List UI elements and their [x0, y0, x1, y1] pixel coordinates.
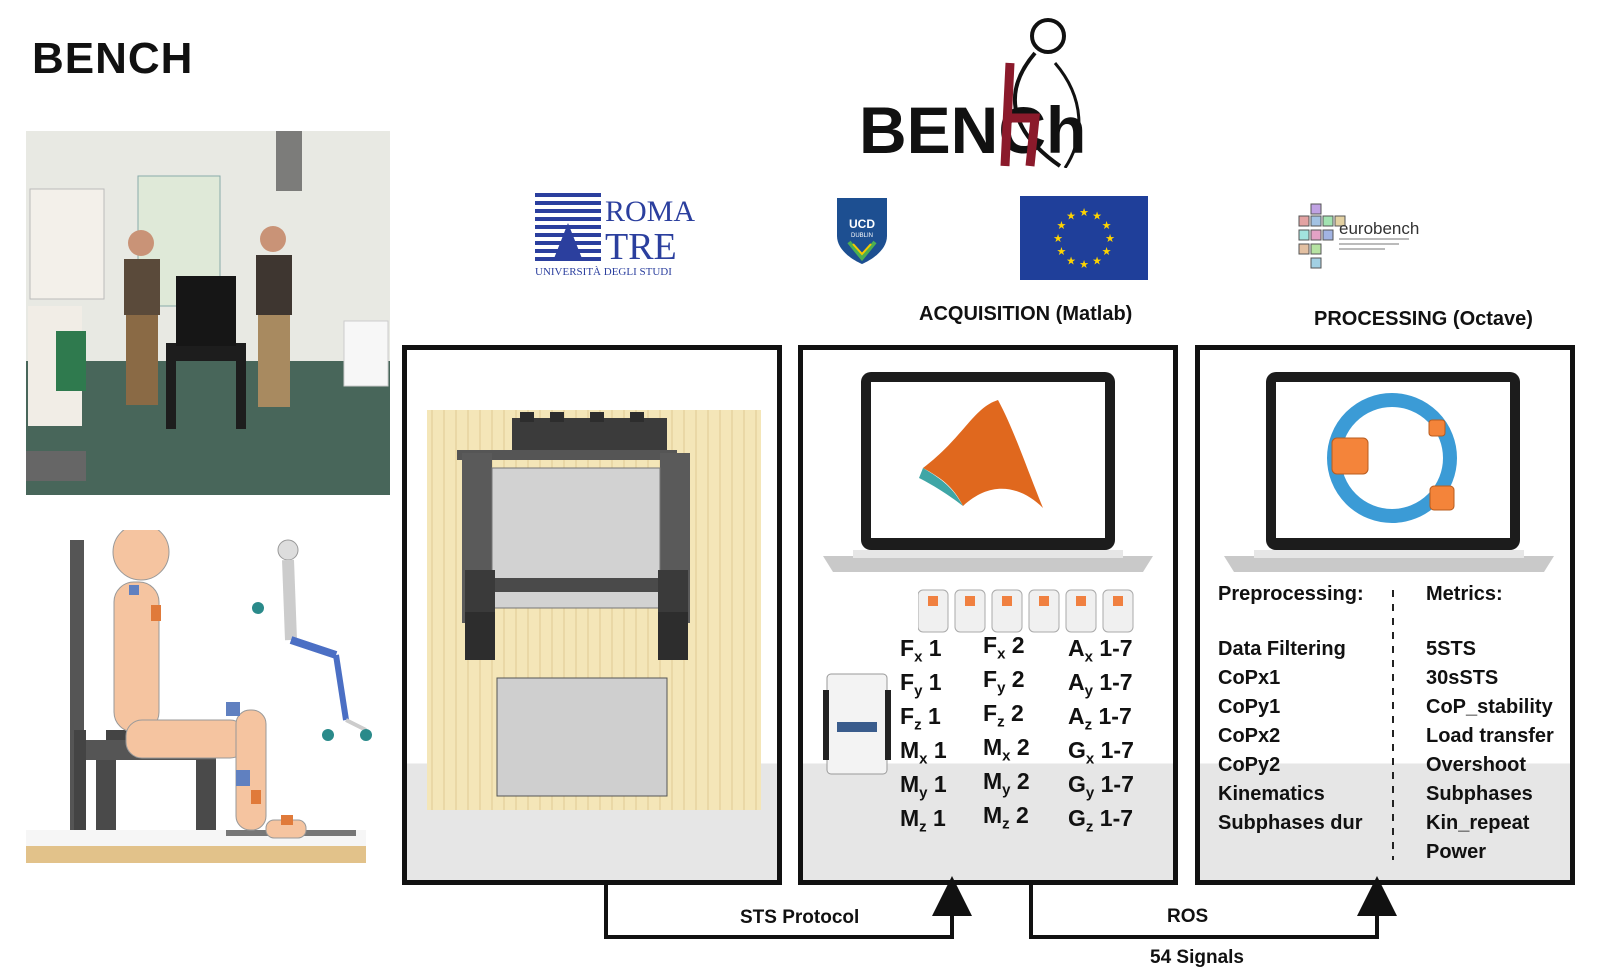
eurobench-text: eurobench — [1339, 219, 1419, 238]
preprocessing-item: CoPy2 — [1218, 754, 1281, 776]
processing-header: PROCESSING (Octave) — [1314, 308, 1533, 330]
divider-dashed — [1392, 590, 1394, 860]
signal-label: Fy 1 — [900, 669, 942, 700]
eu-star: ★ — [1079, 259, 1089, 271]
side-view-model — [26, 523, 376, 894]
signal-label: Fx 2 — [983, 632, 1025, 663]
preprocessing-item: CoPx1 — [1218, 667, 1281, 689]
tre-text: TRE — [605, 226, 677, 268]
roma-caption: UNIVERSITÀ DEGLI STUDI — [535, 266, 672, 278]
daq-device — [823, 670, 893, 780]
page-title: BENCH — [32, 34, 194, 83]
imu-sensor — [917, 589, 949, 633]
imu-sensor — [954, 589, 986, 633]
chair-top-view-panel — [402, 345, 782, 885]
metrics-title: Metrics: — [1426, 583, 1503, 605]
signals-count-label: 54 Signals — [1150, 947, 1244, 968]
preprocessing-item: CoPy1 — [1218, 696, 1281, 718]
signal-label: Mx 2 — [983, 734, 1030, 765]
eu-star: ★ — [1066, 210, 1076, 222]
eurobench-logo: eurobench — [1295, 196, 1425, 276]
eu-flag: ★★★★★★★★★★★★ — [1020, 196, 1148, 280]
eu-star: ★ — [1102, 220, 1112, 232]
bench-logo: BENCh — [855, 8, 1095, 169]
imu-sensor — [1102, 589, 1134, 633]
eu-star: ★ — [1092, 256, 1102, 268]
roma-tre-logo: ROMA TRE UNIVERSITÀ DEGLI STUDI — [535, 193, 695, 278]
imu-sensor — [1065, 589, 1097, 633]
roma-text: ROMA — [605, 195, 695, 228]
signal-label: Gy 1-7 — [1068, 771, 1134, 802]
imu-sensor — [991, 589, 1023, 633]
signal-label: Gz 1-7 — [1068, 805, 1134, 836]
ros-arrow — [1029, 876, 1397, 939]
imu-sensors — [917, 588, 1143, 634]
matlab-icon — [923, 400, 1043, 508]
preprocessing-item: Data Filtering — [1218, 638, 1346, 660]
eu-star: ★ — [1105, 233, 1115, 245]
signal-label: Mz 1 — [900, 805, 946, 836]
setup-photo — [26, 131, 390, 495]
signal-label: Fx 1 — [900, 635, 942, 666]
signal-label: Fy 2 — [983, 666, 1025, 697]
laptop-matlab — [823, 368, 1153, 578]
imu-sensor — [1028, 589, 1060, 633]
metrics-item: Overshoot — [1426, 754, 1527, 776]
ucd-logo: UCD DUBLIN — [835, 196, 889, 266]
signal-label: My 1 — [900, 771, 947, 802]
signal-label: Ay 1-7 — [1068, 669, 1133, 700]
preprocessing-item: CoPx2 — [1218, 725, 1281, 747]
eu-star: ★ — [1057, 220, 1067, 232]
laptop-octave — [1224, 368, 1554, 578]
metrics-item: CoP_stability — [1426, 696, 1553, 718]
sts-protocol-label: STS Protocol — [740, 907, 860, 928]
acquisition-header: ACQUISITION (Matlab) — [919, 303, 1133, 325]
signal-label: Mz 2 — [983, 802, 1029, 833]
eu-star: ★ — [1066, 256, 1076, 268]
signal-label: Gx 1-7 — [1068, 737, 1134, 768]
metrics-item: Load transfer — [1426, 725, 1554, 747]
signal-label: Mx 1 — [900, 737, 947, 768]
preprocessing-item: Kinematics — [1218, 783, 1325, 805]
metrics-item: Kin_repeat — [1426, 812, 1530, 834]
signal-label: My 2 — [983, 768, 1030, 799]
ros-label: ROS — [1167, 906, 1209, 927]
ucd-text: UCD — [849, 217, 875, 231]
bench-logo-text: BENCh — [859, 93, 1086, 167]
metrics-item: Power — [1426, 841, 1487, 863]
signal-label: Ax 1-7 — [1068, 635, 1133, 666]
eu-star: ★ — [1102, 246, 1112, 258]
preprocessing-title: Preprocessing: — [1218, 583, 1364, 605]
eu-star: ★ — [1092, 210, 1102, 222]
metrics-item: 5STS — [1426, 638, 1477, 660]
eu-star: ★ — [1057, 246, 1067, 258]
signal-label: Fz 1 — [900, 703, 941, 734]
eu-star: ★ — [1053, 233, 1063, 245]
metrics-item: Subphases — [1426, 783, 1533, 805]
metrics-item: 30sSTS — [1426, 667, 1499, 689]
sts-protocol-arrow — [604, 876, 972, 939]
preprocessing-item: Subphases dur — [1218, 812, 1363, 834]
eu-star: ★ — [1079, 207, 1089, 219]
signal-label: Fz 2 — [983, 700, 1024, 731]
ucd-sub-text: DUBLIN — [851, 233, 873, 239]
signal-label: Az 1-7 — [1068, 703, 1132, 734]
